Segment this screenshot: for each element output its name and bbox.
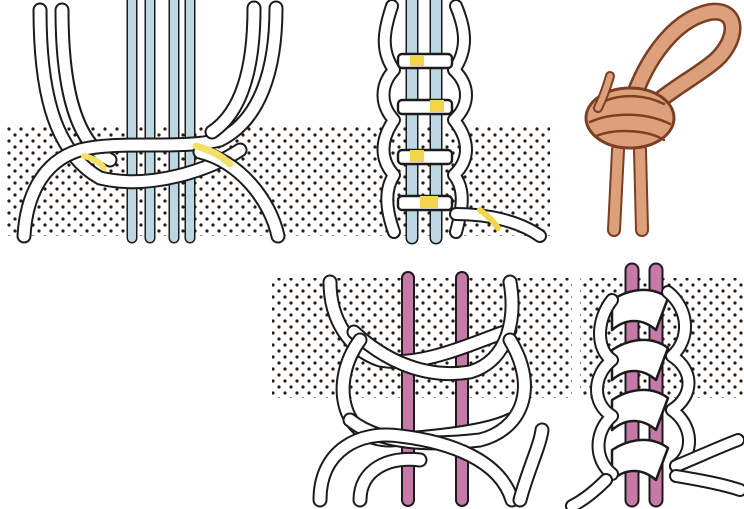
overhand-loop-panel <box>586 12 733 230</box>
